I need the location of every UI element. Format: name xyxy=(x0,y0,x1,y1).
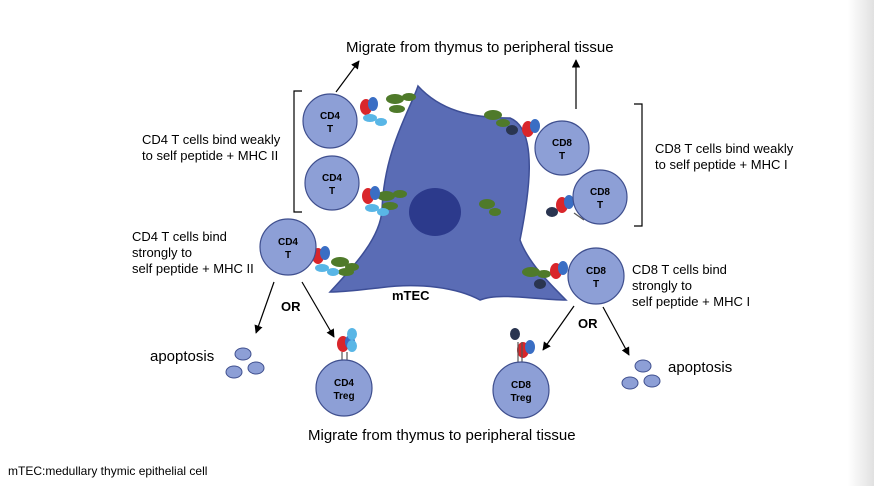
apoptosis-left-label: apoptosis xyxy=(150,348,215,365)
migrate-top-label: Migrate from thymus to peripheral tissue xyxy=(346,39,614,56)
cd8-weak-label: CD8 T cells bind weakly to self peptide … xyxy=(655,141,794,172)
migrate-bottom-label: Migrate from thymus to peripheral tissue xyxy=(308,427,576,444)
apoptosis-right-label: apoptosis xyxy=(668,359,733,376)
cell-label: T xyxy=(597,200,603,211)
cell-label: Treg xyxy=(333,391,354,402)
cell-label: CD4 xyxy=(278,237,298,248)
cd4-t-cell xyxy=(304,155,360,211)
cd4-coreceptor xyxy=(315,114,389,352)
cd8-t-cell xyxy=(567,247,625,305)
right-edge-shade xyxy=(848,0,874,486)
cell-label: T xyxy=(559,151,565,162)
bracket-right xyxy=(634,103,643,227)
arrows xyxy=(254,59,630,356)
cd4-strong-label: CD4 T cells bind strongly to self peptid… xyxy=(132,229,254,276)
cd8-treg-cell xyxy=(492,361,550,419)
bracket-left xyxy=(293,90,302,213)
cell-label: T xyxy=(593,279,599,290)
cd4-weak-label: CD4 T cells bind weakly to self peptide … xyxy=(142,132,281,163)
mtec-label: mTEC xyxy=(392,288,430,303)
cell-label: Treg xyxy=(510,393,531,404)
mtec-nucleus xyxy=(409,188,461,236)
or-left-label: OR xyxy=(281,299,301,314)
cell-label: T xyxy=(285,250,291,261)
cd4-t-cell xyxy=(302,93,358,149)
cell-label: CD8 xyxy=(552,138,572,149)
apoptotic-bodies xyxy=(225,347,661,390)
cell-label: CD4 xyxy=(322,173,342,184)
cell-label: T xyxy=(327,124,333,135)
cd4-treg-cell xyxy=(315,359,373,417)
cell-label: T xyxy=(329,186,335,197)
cd8-strong-label: CD8 T cells bind strongly to self peptid… xyxy=(632,262,751,309)
cell-label: CD4 xyxy=(320,111,340,122)
cell-label: CD8 xyxy=(586,266,606,277)
tcr-receptor xyxy=(312,97,574,358)
cd8-t-cell xyxy=(572,169,628,225)
cd8-coreceptor xyxy=(506,125,558,340)
cell-label: CD4 xyxy=(334,378,354,389)
footnote: mTEC:medullary thymic epithelial cell xyxy=(8,464,208,478)
cd8-t-cell xyxy=(534,120,590,176)
cell-label: CD8 xyxy=(590,187,610,198)
or-right-label: OR xyxy=(578,316,598,331)
mhc-molecule xyxy=(331,93,551,278)
cell-label: CD8 xyxy=(511,380,531,391)
cd4-t-cell xyxy=(259,218,317,276)
